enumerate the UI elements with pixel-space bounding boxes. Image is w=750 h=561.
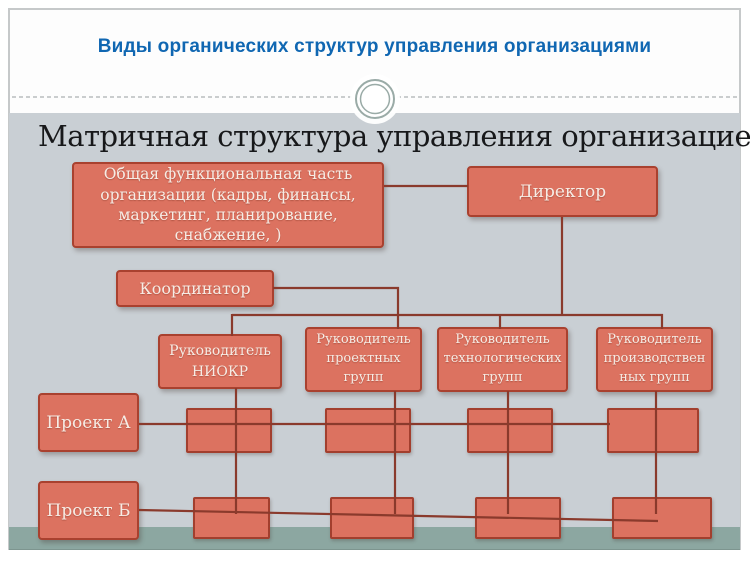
matrix-cell	[612, 497, 712, 539]
page-title: Матричная структура управления организац…	[38, 119, 750, 153]
matrix-cell	[475, 497, 561, 539]
node-project-b: Проект Б	[38, 481, 139, 540]
node-manager-niokr: Руководитель НИОКР	[158, 334, 282, 389]
matrix-cell	[607, 408, 699, 453]
slide-header-title: Виды органических структур управления ор…	[97, 36, 652, 57]
node-functional-part: Общая функциональная часть организации (…	[72, 162, 384, 248]
matrix-cell	[193, 497, 270, 539]
matrix-cell	[330, 497, 414, 539]
matrix-cell	[467, 408, 553, 453]
node-project-a: Проект А	[38, 393, 139, 452]
matrix-cell	[325, 408, 411, 453]
node-manager-production-groups: Руководитель производственных групп	[596, 327, 713, 392]
node-manager-tech-groups: Руководитель технологических групп	[437, 327, 568, 392]
node-director: Директор	[467, 166, 658, 217]
node-manager-project-groups: Руководитель проектных групп	[305, 327, 422, 392]
node-coordinator: Координатор	[116, 270, 274, 307]
matrix-cell	[186, 408, 272, 453]
